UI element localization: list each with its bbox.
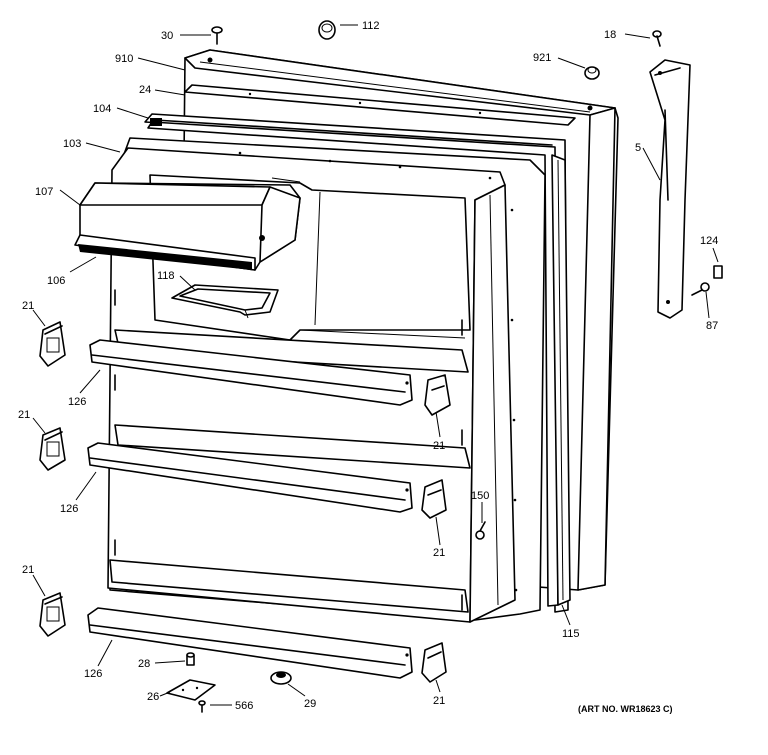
label-124: 124 xyxy=(700,235,718,247)
label-18: 18 xyxy=(604,29,616,41)
label-150: 150 xyxy=(471,490,489,502)
shelf-bar-middle xyxy=(87,442,413,513)
label-24: 24 xyxy=(139,84,151,96)
label-103: 103 xyxy=(63,138,81,150)
label-21-right-upper: 21 xyxy=(433,440,445,452)
label-21-right-middle: 21 xyxy=(433,547,445,559)
screw-18 xyxy=(652,30,662,47)
door-handle xyxy=(649,59,691,319)
art-number: (ART NO. WR18623 C) xyxy=(578,704,673,714)
plate-26 xyxy=(166,679,216,701)
plug-112 xyxy=(318,20,336,40)
label-104: 104 xyxy=(93,103,111,115)
egg-tray xyxy=(171,284,279,319)
label-28: 28 xyxy=(138,658,150,670)
end-cap-right-middle xyxy=(421,479,447,519)
shelf-bar-lower xyxy=(87,607,413,679)
label-87: 87 xyxy=(706,320,718,332)
screw-150 xyxy=(475,521,486,540)
label-112: 112 xyxy=(362,20,380,32)
plug-921 xyxy=(584,66,600,80)
screw-87 xyxy=(691,282,710,296)
shelf-bar-upper xyxy=(89,339,413,406)
label-126-upper: 126 xyxy=(68,396,86,408)
label-26: 26 xyxy=(147,691,159,703)
screw-566 xyxy=(198,700,206,713)
end-cap-left-top xyxy=(39,321,66,367)
label-118: 118 xyxy=(157,270,175,282)
screw-30 xyxy=(211,26,223,45)
reference-labels: 30 112 18 910 921 24 104 103 5 107 124 1… xyxy=(18,20,718,714)
label-910: 910 xyxy=(115,53,133,65)
side-gasket-strip xyxy=(551,154,571,606)
end-cap-right-upper xyxy=(424,374,451,416)
label-115: 115 xyxy=(562,628,580,640)
clip-124 xyxy=(713,265,723,279)
leader-lines xyxy=(32,24,719,706)
label-126-lower: 126 xyxy=(84,668,102,680)
label-566: 566 xyxy=(235,700,253,712)
label-21-right-lower: 21 xyxy=(433,695,445,707)
label-30: 30 xyxy=(161,30,173,42)
label-21-left-middle: 21 xyxy=(18,409,30,421)
pin-28 xyxy=(186,652,195,666)
label-921: 921 xyxy=(533,52,551,64)
dairy-compartment xyxy=(74,177,301,271)
end-cap-left-bottom xyxy=(39,592,66,637)
label-21-left-top: 21 xyxy=(22,300,34,312)
top-trim xyxy=(184,84,576,126)
end-cap-left-middle xyxy=(39,427,66,471)
label-126-middle: 126 xyxy=(60,503,78,515)
label-29: 29 xyxy=(304,698,316,710)
cap-29 xyxy=(270,671,292,685)
end-cap-right-lower xyxy=(421,642,447,683)
label-5: 5 xyxy=(635,142,641,154)
label-21-left-bottom: 21 xyxy=(22,564,34,576)
label-107: 107 xyxy=(35,186,53,198)
label-106: 106 xyxy=(47,275,65,287)
